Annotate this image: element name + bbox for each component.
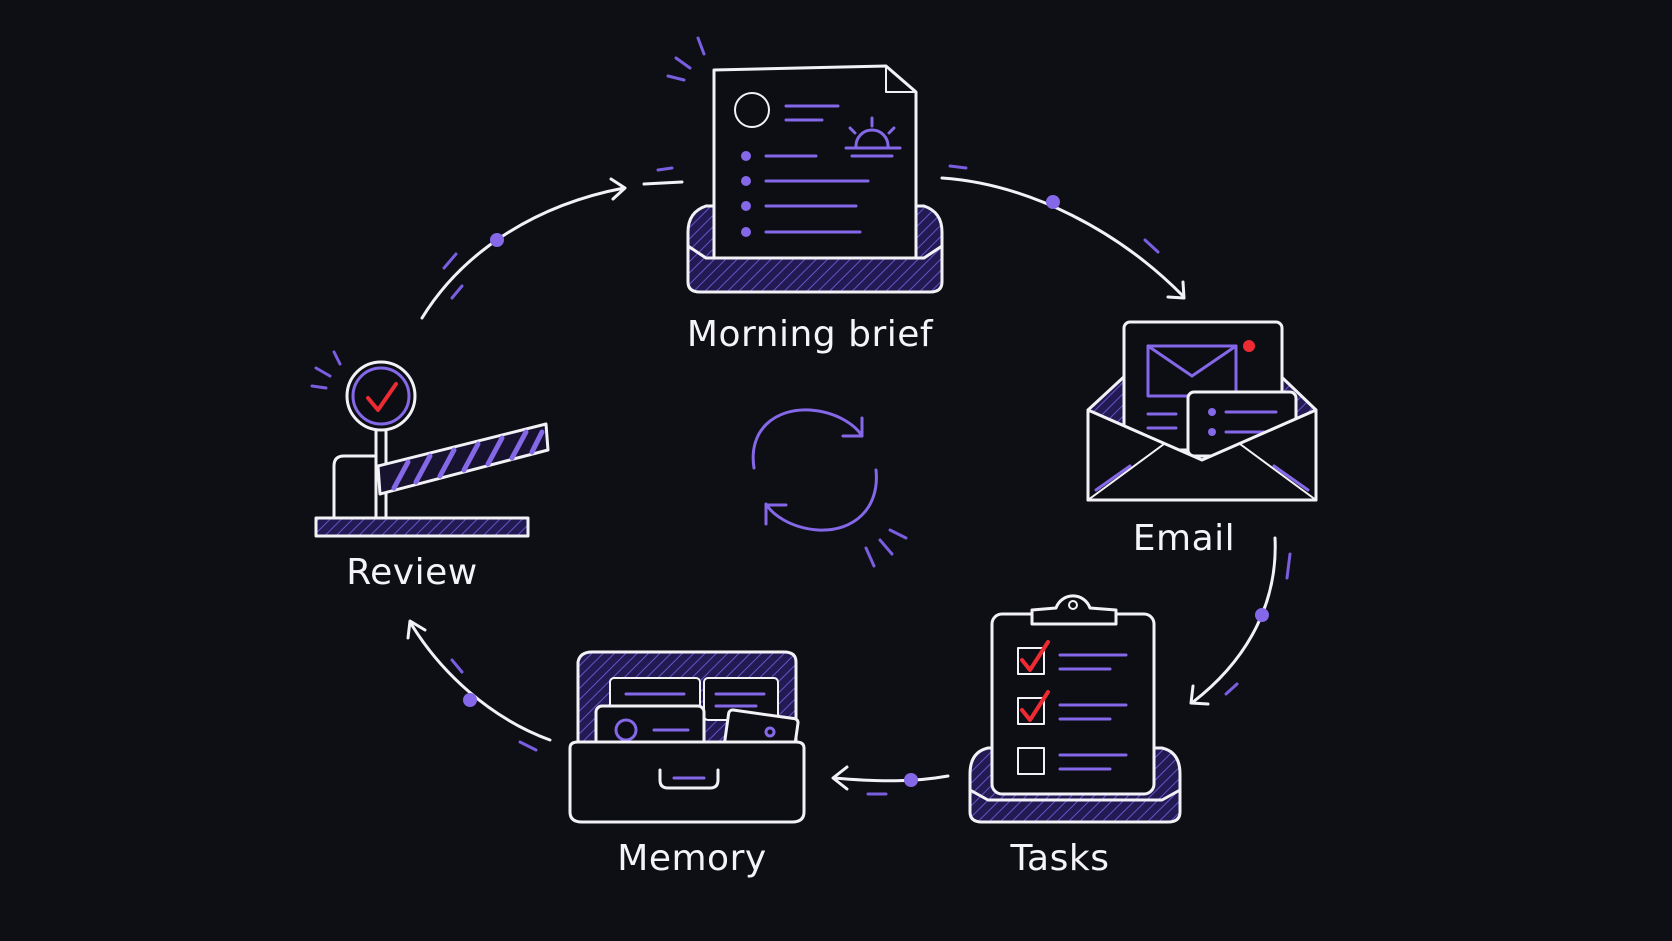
review-node: Review [310, 350, 550, 593]
tasks-node: Tasks [968, 594, 1182, 879]
arrow-memory-to-review [406, 619, 552, 752]
stage-label-morning-brief: Morning brief [687, 314, 934, 355]
stage-label-review: Review [346, 552, 477, 593]
email-node: Email [1086, 320, 1318, 559]
file-box-icon [568, 650, 806, 824]
stage-label-email: Email [1133, 518, 1235, 559]
clipboard-checklist-icon [968, 594, 1182, 824]
envelope-icon [1086, 320, 1318, 502]
stage-label-tasks: Tasks [1010, 838, 1110, 879]
memory-node: Memory [568, 650, 806, 879]
refresh-cycle-icon [751, 408, 908, 568]
arrow-review-to-brief [420, 166, 684, 320]
barrier-gate-icon [310, 350, 550, 538]
document-sun-icon [666, 36, 944, 294]
stage-label-memory: Memory [617, 838, 766, 879]
morning-brief-node: Morning brief [666, 36, 944, 355]
arrow-brief-to-email [940, 164, 1186, 300]
arrow-email-to-tasks [1189, 536, 1292, 706]
arrow-tasks-to-memory [831, 765, 950, 796]
